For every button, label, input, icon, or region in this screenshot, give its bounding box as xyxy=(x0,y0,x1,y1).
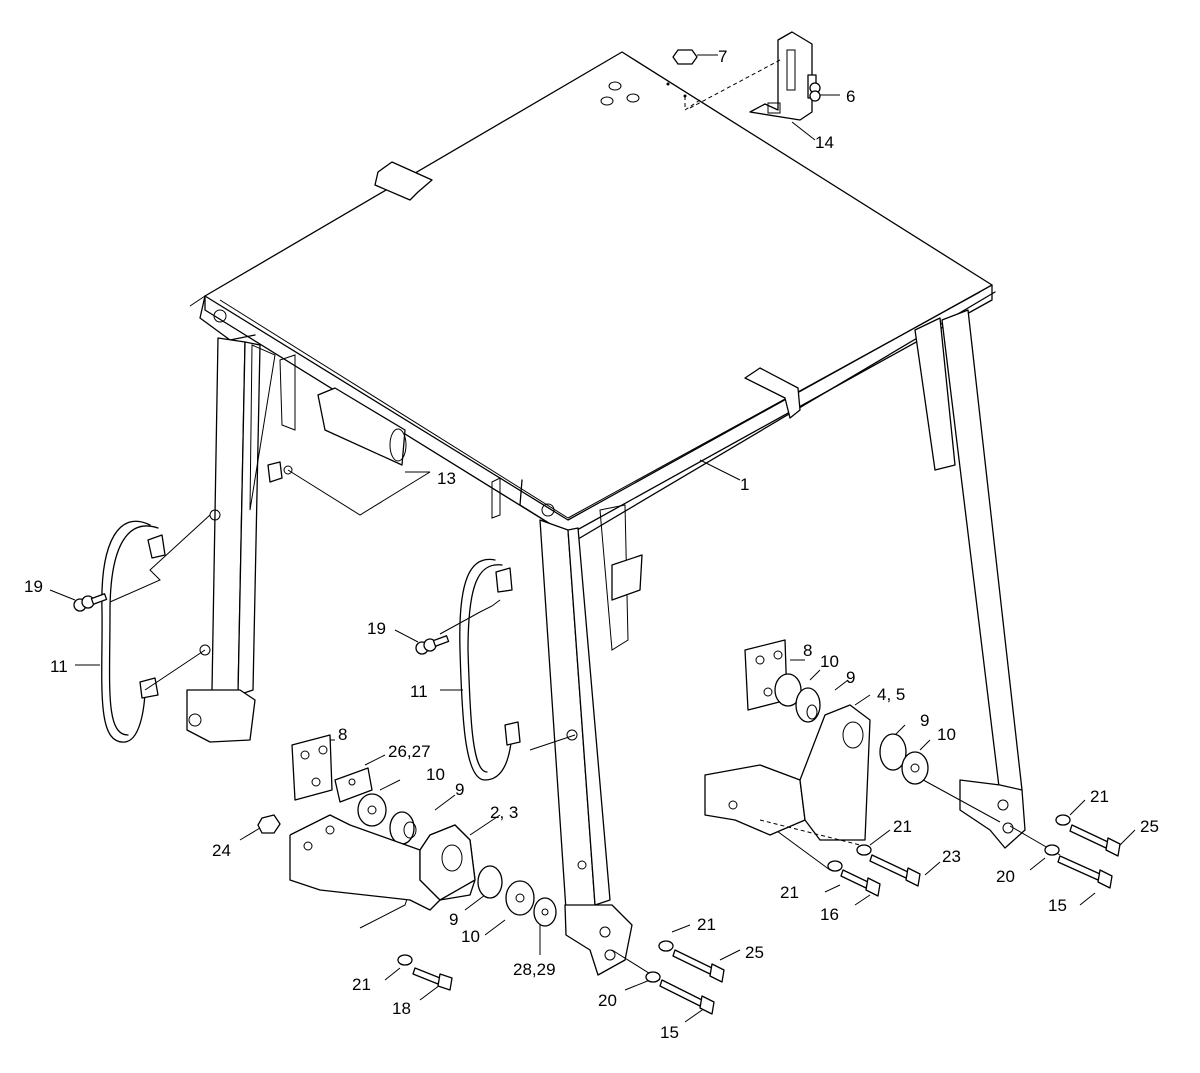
right-mount-assembly xyxy=(704,639,929,846)
callout-8-right: 8 xyxy=(803,641,812,660)
bolt-23 xyxy=(869,854,921,887)
interior-wall-panel xyxy=(267,354,431,516)
callout-16: 16 xyxy=(820,905,839,924)
bolt-19-left xyxy=(73,593,108,612)
callout-25-front: 25 xyxy=(745,943,764,962)
front-center-post xyxy=(491,477,643,976)
bolt-15-front xyxy=(659,979,715,1015)
callout-21-right-low: 21 xyxy=(780,883,799,902)
mount-9-left-bottom xyxy=(477,865,503,899)
bracket-4-5-base xyxy=(704,764,806,836)
callout-7: 7 xyxy=(718,47,727,66)
washer-10-left-top xyxy=(357,793,387,827)
left-rear-post xyxy=(186,337,276,743)
callout-21-front: 21 xyxy=(697,915,716,934)
callout-labels: 1 2, 3 4, 5 6 7 8 8 9 9 9 9 10 10 10 10 … xyxy=(24,47,1159,1042)
canopy-roof xyxy=(189,51,996,546)
callout-9-right-bottom: 9 xyxy=(920,711,929,730)
washer-10-left-bottom xyxy=(505,880,535,916)
mount-9-left-top xyxy=(389,811,415,845)
washer-10-right-top xyxy=(774,673,802,707)
bolt-15-right xyxy=(1057,855,1113,889)
left-mount-assembly xyxy=(289,734,557,927)
bolt-25-right xyxy=(1069,824,1121,857)
callout-14: 14 xyxy=(815,133,834,152)
callout-15-right: 15 xyxy=(1048,896,1067,915)
callout-21-left: 21 xyxy=(352,975,371,994)
bracket-4-5-arm xyxy=(799,704,871,841)
callout-11-center: 11 xyxy=(410,682,428,701)
callout-6: 6 xyxy=(846,87,855,106)
grab-handle-center xyxy=(459,558,521,781)
callout-10-right-top: 10 xyxy=(820,652,839,671)
bolt-18 xyxy=(412,967,453,991)
callout-15-front: 15 xyxy=(660,1023,679,1042)
callout-24: 24 xyxy=(212,841,231,860)
callout-20-front: 20 xyxy=(598,991,617,1010)
callout-25-right: 25 xyxy=(1140,817,1159,836)
bracket-2-3 xyxy=(419,824,476,901)
callout-11-left: 11 xyxy=(50,657,68,676)
mount-9-right-top xyxy=(795,687,821,723)
callout-26-27: 26,27 xyxy=(388,742,431,761)
callout-19-left: 19 xyxy=(24,577,43,596)
callout-18: 18 xyxy=(392,999,411,1018)
callout-8-left: 8 xyxy=(338,725,347,744)
callout-10-right-bottom: 10 xyxy=(937,725,956,744)
callout-28-29: 28,29 xyxy=(513,960,556,979)
callout-21-right-mid: 21 xyxy=(893,817,912,836)
bolt-19-center xyxy=(415,635,450,655)
callout-9-left-bottom: 9 xyxy=(449,910,458,929)
callout-23: 23 xyxy=(942,847,961,866)
callout-10-left-bottom: 10 xyxy=(461,927,480,946)
callout-9-left-top: 9 xyxy=(455,780,464,799)
fasteners xyxy=(73,49,1121,1015)
right-post xyxy=(914,309,1026,849)
mount-9-right-bottom xyxy=(879,733,907,771)
callout-2-3: 2, 3 xyxy=(490,803,518,822)
callout-1: 1 xyxy=(740,475,749,494)
bolt-16 xyxy=(840,869,881,897)
callout-13: 13 xyxy=(437,469,456,488)
callout-21-right-high: 21 xyxy=(1090,787,1109,806)
plate-8-left xyxy=(291,734,333,801)
washer-28-29 xyxy=(533,897,557,927)
grab-handle-left xyxy=(101,520,166,743)
bolt-25-front xyxy=(672,949,725,983)
washer-10-right-bottom xyxy=(901,751,929,785)
callout-19-center: 19 xyxy=(367,619,386,638)
callout-20-right: 20 xyxy=(996,867,1015,886)
callout-4-5: 4, 5 xyxy=(877,685,905,704)
callout-9-right-top: 9 xyxy=(846,668,855,687)
callout-10-left-top: 10 xyxy=(426,765,445,784)
